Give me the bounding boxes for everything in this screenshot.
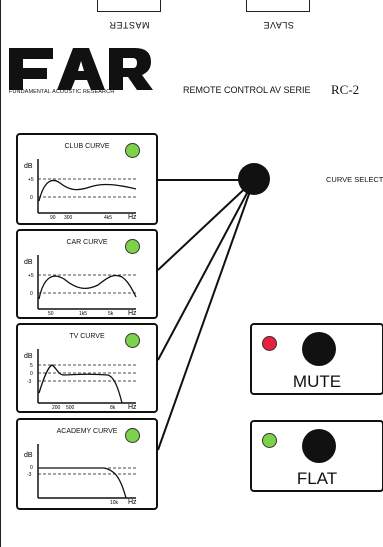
academy-curve-graph: dB 0 -3 10k Hz [24, 444, 137, 504]
academy-curve-title: ACADEMY CURVE [56, 428, 118, 435]
club-db-label: dB [24, 163, 33, 170]
tv-tick-x3: 8k [110, 405, 116, 409]
tv-tick-x1: 200 [52, 405, 61, 409]
academy-curve-button[interactable]: ACADEMY CURVE dB 0 -3 10k Hz [16, 418, 158, 510]
car-curve-led [125, 239, 140, 254]
club-tick-x2: 300 [64, 215, 73, 219]
car-curve-button[interactable]: CAR CURVE dB +5 0 50 1k5 5k Hz [16, 229, 158, 319]
club-tick-y1: +5 [28, 177, 34, 183]
car-tick-x3: 5k [108, 311, 114, 315]
mute-knob[interactable] [302, 332, 336, 366]
club-curve-led [125, 143, 140, 158]
tv-curve-graph: dB 5 0 -3 200 500 8k Hz [24, 349, 137, 409]
club-tick-y2: 0 [30, 195, 33, 201]
club-hz-label: Hz [128, 214, 137, 219]
car-tick-x1: 50 [48, 311, 54, 315]
mute-led [262, 336, 277, 351]
car-tick-y1: +5 [28, 273, 34, 279]
curve-selector-label: CURVE SELECTOR [326, 175, 383, 184]
club-curve-title: CLUB CURVE [64, 143, 110, 150]
tv-hz-label: Hz [128, 404, 137, 409]
car-tick-x2: 1k5 [79, 311, 87, 315]
logo-subtitle: FUNDAMENTAL ACOUSTIC RESEARCH [9, 89, 115, 95]
tv-tick-y1: 5 [30, 363, 33, 369]
tv-curve-title: TV CURVE [69, 333, 105, 340]
club-curve-button[interactable]: CLUB CURVE dB +5 0 90 300 4k5 Hz [16, 133, 158, 225]
tv-db-label: dB [24, 353, 33, 360]
academy-tick-y1: 0 [30, 465, 33, 471]
flat-label: FLAT [296, 469, 338, 488]
car-tick-y2: 0 [30, 291, 33, 297]
academy-hz-label: Hz [128, 499, 137, 504]
master-connector [97, 0, 161, 12]
flat-knob[interactable] [302, 429, 336, 463]
club-tick-x3: 4k5 [104, 215, 112, 219]
tv-tick-y2: 0 [30, 371, 33, 377]
tv-tick-y3: -3 [27, 379, 32, 385]
car-db-label: dB [24, 259, 33, 266]
academy-db-label: dB [24, 452, 33, 459]
academy-curve-led [125, 428, 140, 443]
academy-tick-y2: -3 [27, 472, 32, 478]
mute-label: MUTE [292, 372, 342, 391]
flat-led [262, 433, 277, 448]
club-tick-x1: 90 [50, 215, 56, 219]
car-hz-label: Hz [128, 310, 137, 315]
far-logo [9, 48, 153, 90]
mute-button[interactable]: MUTE [250, 323, 383, 395]
model-name: RC-2 [331, 82, 360, 97]
remote-title: REMOTE CONTROL AV SERIE [183, 85, 311, 95]
flat-button[interactable]: FLAT [250, 420, 383, 492]
academy-tick-x1: 10k [110, 500, 119, 504]
club-curve-graph: dB +5 0 90 300 4k5 Hz [24, 159, 137, 219]
tv-tick-x2: 500 [66, 405, 75, 409]
car-curve-title: CAR CURVE [66, 239, 108, 246]
tv-curve-led [125, 333, 140, 348]
tv-curve-button[interactable]: TV CURVE dB 5 0 -3 200 500 8k Hz [16, 323, 158, 413]
curve-selector-knob[interactable] [238, 163, 270, 195]
slave-connector [246, 0, 310, 12]
car-curve-graph: dB +5 0 50 1k5 5k Hz [24, 255, 137, 315]
